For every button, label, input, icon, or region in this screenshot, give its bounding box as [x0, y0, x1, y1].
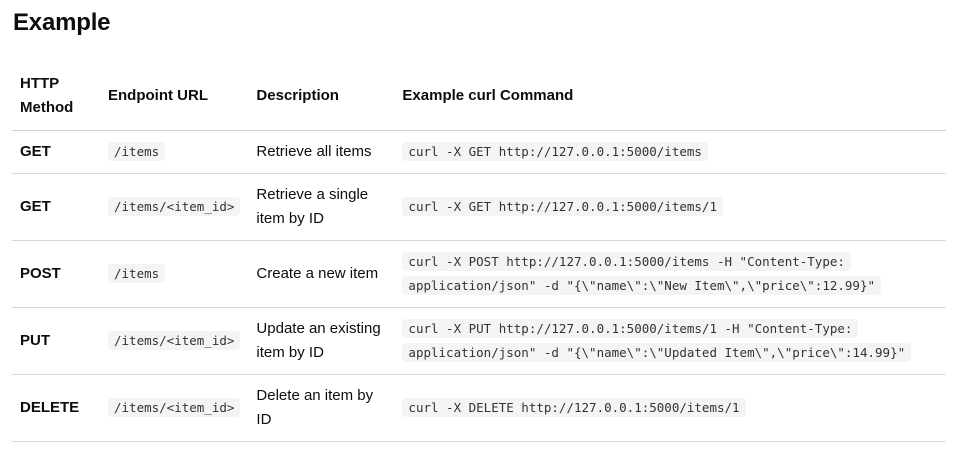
header-endpoint-url: Endpoint URL [100, 62, 249, 131]
url-cell: /items [100, 130, 249, 174]
header-http-method: HTTP Method [12, 62, 100, 131]
command-cell: curl -X GET http://127.0.0.1:5000/items/… [394, 173, 946, 241]
endpoints-table: HTTP Method Endpoint URL Description Exa… [12, 62, 946, 442]
header-description: Description [248, 62, 395, 131]
table-row: DELETE /items/<item_id> Delete an item b… [12, 374, 946, 442]
table-header: HTTP Method Endpoint URL Description Exa… [12, 62, 946, 131]
curl-command-code: curl -X GET http://127.0.0.1:5000/items [402, 142, 708, 161]
header-example-command: Example curl Command [394, 62, 946, 131]
url-cell: /items [100, 240, 249, 308]
command-cell: curl -X DELETE http://127.0.0.1:5000/ite… [394, 374, 946, 442]
description-cell: Update an existing item by ID [248, 307, 395, 375]
description-cell: Retrieve all items [248, 130, 395, 174]
url-cell: /items/<item_id> [100, 173, 249, 241]
table-row: PUT /items/<item_id> Update an existing … [12, 307, 946, 375]
command-cell: curl -X PUT http://127.0.0.1:5000/items/… [394, 307, 946, 375]
method-cell: PUT [12, 307, 100, 375]
endpoint-url-code: /items/<item_id> [108, 197, 241, 216]
method-cell: GET [12, 173, 100, 241]
curl-command-code: curl -X GET http://127.0.0.1:5000/items/… [402, 197, 723, 216]
command-cell: curl -X POST http://127.0.0.1:5000/items… [394, 240, 946, 308]
endpoint-url-code: /items [108, 264, 166, 283]
endpoint-url-code: /items/<item_id> [108, 398, 241, 417]
table-body: GET /items Retrieve all items curl -X GE… [12, 130, 946, 442]
section-heading: Example [13, 9, 111, 36]
method-cell: GET [12, 130, 100, 174]
table-row: POST /items Create a new item curl -X PO… [12, 240, 946, 308]
method-cell: DELETE [12, 374, 100, 442]
endpoint-url-code: /items/<item_id> [108, 331, 241, 350]
description-cell: Delete an item by ID [248, 374, 395, 442]
description-cell: Retrieve a single item by ID [248, 173, 395, 241]
curl-command-code: curl -X POST http://127.0.0.1:5000/items… [402, 252, 882, 295]
command-cell: curl -X GET http://127.0.0.1:5000/items [394, 130, 946, 174]
endpoint-url-code: /items [108, 142, 166, 161]
url-cell: /items/<item_id> [100, 374, 249, 442]
method-cell: POST [12, 240, 100, 308]
url-cell: /items/<item_id> [100, 307, 249, 375]
table-row: GET /items Retrieve all items curl -X GE… [12, 130, 946, 174]
curl-command-code: curl -X PUT http://127.0.0.1:5000/items/… [402, 319, 912, 362]
curl-command-code: curl -X DELETE http://127.0.0.1:5000/ite… [402, 398, 746, 417]
description-cell: Create a new item [248, 240, 395, 308]
header-row: HTTP Method Endpoint URL Description Exa… [12, 62, 946, 131]
table-row: GET /items/<item_id> Retrieve a single i… [12, 173, 946, 241]
